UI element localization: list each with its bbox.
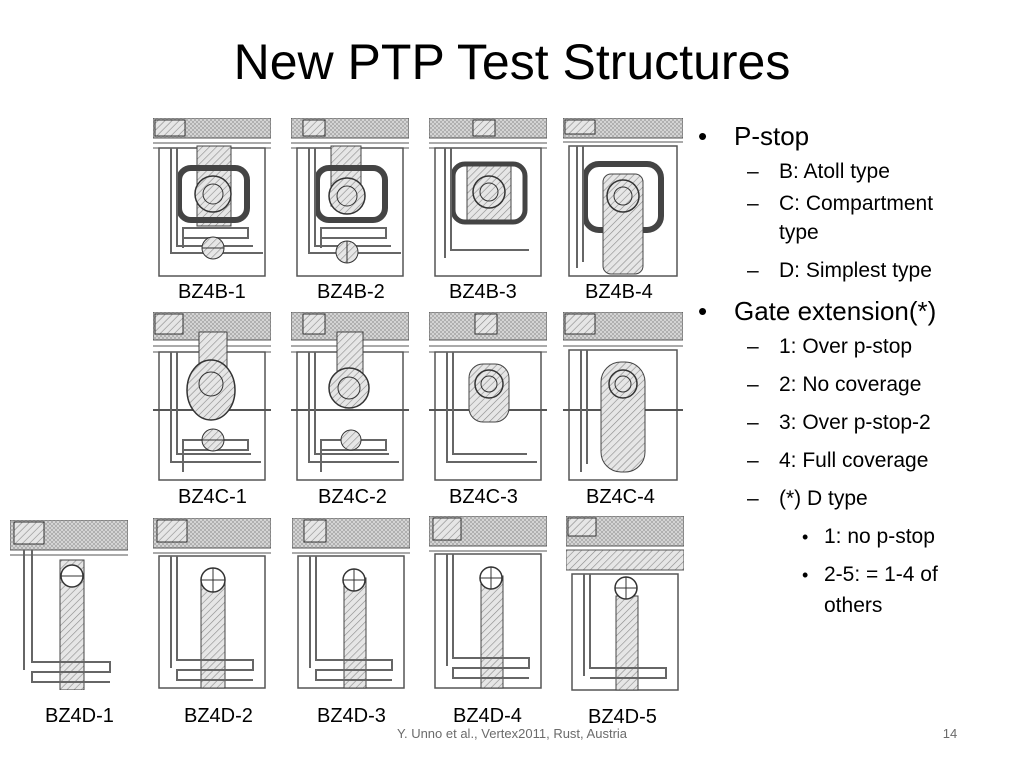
bullet-text: C: Compartment <box>779 192 934 215</box>
dash: – <box>747 335 759 358</box>
layout-thumbnail-bz4d-4 <box>429 516 547 689</box>
dash: – <box>747 411 759 434</box>
caption-bz4c-1: BZ4C-1 <box>178 486 247 508</box>
bullet-text: 4: Full coverage <box>779 449 929 472</box>
bullet-gate-d-2-cont: others <box>824 594 883 617</box>
bullet-text: (*) D type <box>779 487 868 510</box>
caption-bz4b-2: BZ4B-2 <box>317 281 385 303</box>
bullet-gate: Gate extension(*) <box>690 293 1015 329</box>
caption-bz4c-3: BZ4C-3 <box>449 486 518 508</box>
layout-thumbnail-bz4c-2 <box>291 312 409 481</box>
caption-bz4d-3: BZ4D-3 <box>317 705 386 727</box>
footer-citation: Y. Unno et al., Vertex2011, Rust, Austri… <box>396 726 628 741</box>
caption-bz4b-3: BZ4B-3 <box>449 281 517 303</box>
slide-title: New PTP Test Structures <box>233 34 791 90</box>
bullet-gate-1: –1: Over p-stop <box>690 331 1015 363</box>
bullet-gate-4: –4: Full coverage <box>690 445 1015 477</box>
bullet-pstop-d: –D: Simplest type <box>690 255 1015 287</box>
caption-bz4b-1: BZ4B-1 <box>178 281 246 303</box>
caption-bz4d-4: BZ4D-4 <box>453 705 522 727</box>
caption-bz4d-5: BZ4D-5 <box>588 706 657 728</box>
dash: – <box>747 487 759 510</box>
bullet-gate-3: –3: Over p-stop-2 <box>690 407 1015 439</box>
dash: – <box>747 259 759 282</box>
caption-bz4c-4: BZ4C-4 <box>586 486 655 508</box>
layout-thumbnail-bz4d-2 <box>153 518 271 689</box>
bullet-pstop-c: –C: Compartment <box>690 188 1015 220</box>
layout-thumbnail-bz4b-1 <box>153 118 271 277</box>
bullet-gate-2: –2: No coverage <box>690 369 1015 401</box>
bullet-list: P-stop –B: Atoll type –C: Compartment ty… <box>690 118 1015 622</box>
bullet-text: 1: Over p-stop <box>779 335 913 358</box>
dash: – <box>747 449 759 472</box>
bullet-gate-d-2: 2-5: = 1-4 of <box>690 559 1015 591</box>
dash: – <box>747 373 759 396</box>
caption-bz4d-1: BZ4D-1 <box>45 705 114 727</box>
caption-bz4c-2: BZ4C-2 <box>318 486 387 508</box>
layout-thumbnail-bz4d-5 <box>566 516 684 691</box>
bullet-gate-d-1: 1: no p-stop <box>690 521 1015 553</box>
layout-thumbnail-bz4d-1 <box>10 520 128 690</box>
layout-thumbnail-bz4b-4 <box>563 118 683 277</box>
dash: – <box>747 160 759 183</box>
bullet-text: 2: No coverage <box>779 373 922 396</box>
bullet-pstop: P-stop <box>690 118 1015 154</box>
dash: – <box>747 192 759 215</box>
layout-thumbnail-bz4b-3 <box>429 118 547 277</box>
bullet-text: D: Simplest type <box>779 259 932 282</box>
layout-thumbnail-bz4c-4 <box>563 312 683 481</box>
bullet-text: 3: Over p-stop-2 <box>779 411 931 434</box>
bullet-gate-d: –(*) D type <box>690 483 1015 515</box>
bullet-pstop-c-cont: type <box>779 221 819 244</box>
layout-thumbnail-bz4c-3 <box>429 312 547 481</box>
layout-thumbnail-bz4b-2 <box>291 118 409 277</box>
bullet-text: B: Atoll type <box>779 160 890 183</box>
layout-thumbnail-bz4c-1 <box>153 312 271 481</box>
caption-bz4b-4: BZ4B-4 <box>585 281 653 303</box>
layout-thumbnail-bz4d-3 <box>292 518 410 689</box>
caption-bz4d-2: BZ4D-2 <box>184 705 253 727</box>
page-number: 14 <box>942 726 958 741</box>
bullet-pstop-b: –B: Atoll type <box>690 156 1015 188</box>
